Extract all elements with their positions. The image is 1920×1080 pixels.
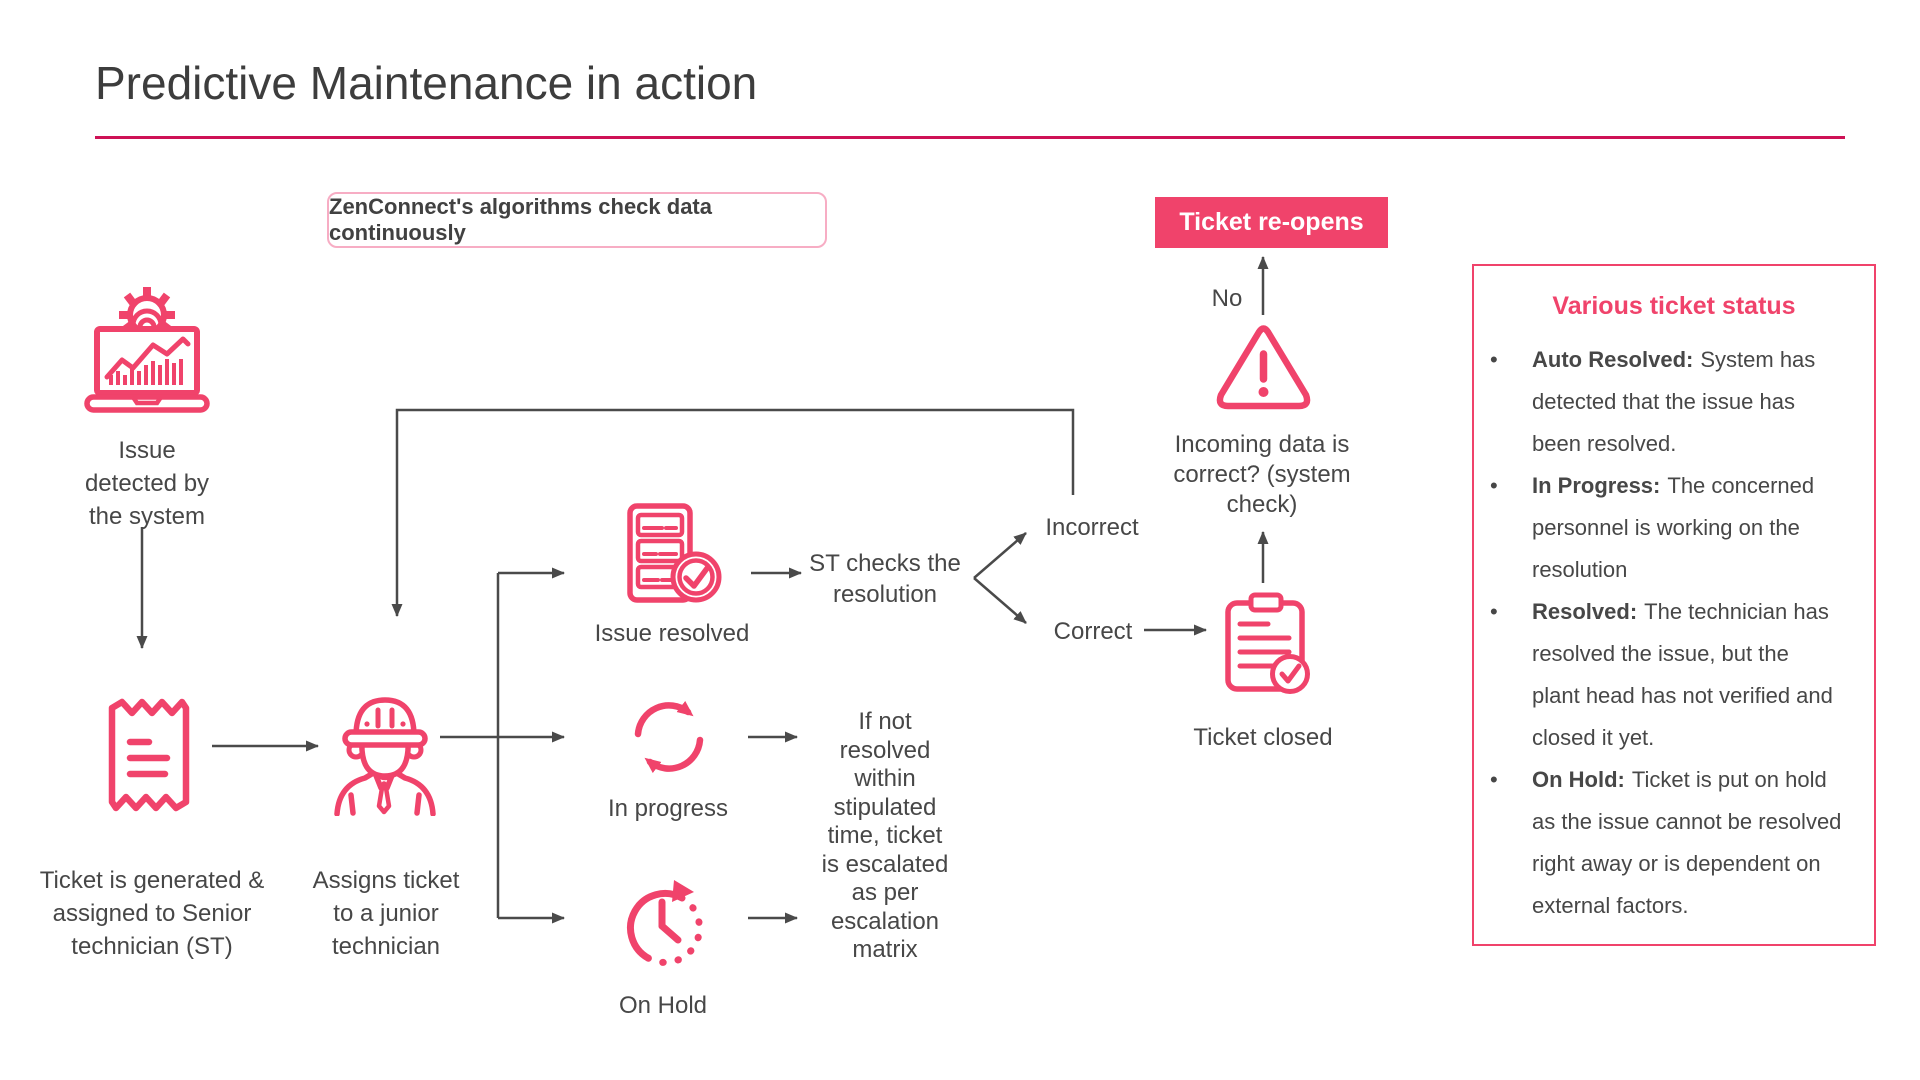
status-term: Resolved: (1532, 599, 1638, 624)
status-item-on-hold: • On Hold:Ticket is put on hold as the is… (1474, 759, 1874, 927)
in-progress-label: In progress (607, 795, 729, 822)
technician-hard-hat-icon (334, 697, 436, 816)
status-item-auto-resolved: • Auto Resolved:System has detected that … (1474, 339, 1874, 465)
title-underline (95, 136, 1845, 139)
clock-hold-icon (627, 880, 703, 966)
ticket-status-list: • Auto Resolved:System has detected that … (1474, 339, 1874, 927)
sync-arrows-icon (634, 700, 704, 774)
ticket-closed-label: Ticket closed (1193, 724, 1333, 751)
status-item-resolved: • Resolved:The technician has resolved th… (1474, 591, 1874, 759)
on-hold-label: On Hold (618, 992, 708, 1019)
correct-label: Correct (1053, 618, 1133, 645)
page-title: Predictive Maintenance in action (95, 57, 758, 109)
no-branch-label: No (1211, 285, 1243, 312)
laptop-analytics-gear-icon (84, 287, 210, 413)
status-term: Auto Resolved: (1532, 347, 1694, 372)
bullet-glyph: • (1490, 347, 1498, 372)
status-desc: Ticket is put on hold as the issue canno… (1532, 767, 1842, 918)
status-term: On Hold: (1532, 767, 1625, 792)
incorrect-label: Incorrect (1045, 514, 1139, 541)
status-desc: The technician has resolved the issue, b… (1532, 599, 1833, 750)
warning-triangle-icon (1216, 325, 1311, 410)
bullet-glyph: • (1490, 767, 1498, 792)
connector-incorrect-loopback (391, 408, 1075, 617)
zenconnect-banner: ZenConnect's algorithms check data conti… (327, 192, 827, 248)
st-checks-label: ST checks the resolution (809, 550, 961, 608)
panel-title: Various ticket status (1552, 292, 1796, 320)
issue-resolved-label: Issue resolved (594, 620, 750, 647)
escalation-note-label: If not resolved within stipulated time, … (821, 708, 949, 963)
status-desc: The concerned personnel is working on th… (1532, 473, 1815, 582)
issue-detected-label: Issue detected by the system (84, 437, 210, 530)
bullet-glyph: • (1490, 473, 1498, 498)
incoming-data-check-label: Incoming data is correct? (system check) (1173, 431, 1351, 518)
status-desc: System has detected that the issue has b… (1532, 347, 1816, 456)
status-term: In Progress: (1532, 473, 1661, 498)
bullet-glyph: • (1490, 599, 1498, 624)
ticket-reopens-badge: Ticket re-opens (1155, 197, 1388, 248)
assign-junior-label: Assigns ticket to a junior technician (312, 867, 460, 960)
ticket-status-panel: Various ticket status • Auto Resolved:Sys… (1472, 264, 1876, 946)
clipboard-check-icon (1225, 592, 1310, 694)
status-item-in-progress: • In Progress:The concerned personnel is … (1474, 465, 1874, 591)
checklist-resolved-icon (627, 503, 722, 603)
connector-fork-correct (973, 577, 1027, 624)
ticket-generated-label: Ticket is generated & assigned to Senior… (39, 867, 265, 960)
banner-text: ZenConnect's algorithms check data conti… (329, 194, 712, 245)
receipt-ticket-icon (108, 698, 190, 812)
connector-fork-incorrect (973, 532, 1027, 579)
ticket-reopens-label: Ticket re-opens (1179, 208, 1364, 236)
